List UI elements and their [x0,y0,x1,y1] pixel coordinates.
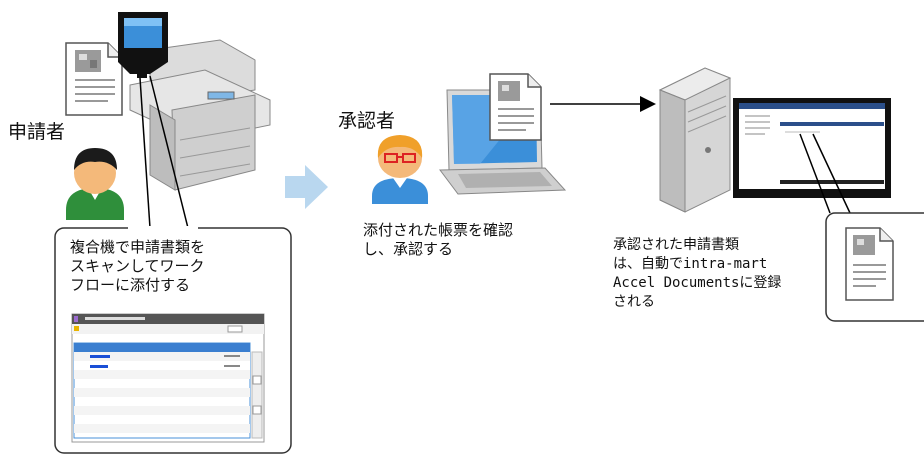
document-icon [845,227,894,301]
approver-label: 承認者 [338,110,396,132]
applicant-label: 申請者 [8,121,66,143]
applicant-avatar [66,148,124,220]
document-icon [65,42,123,116]
workflow-screenshot [71,313,265,443]
callout-line [799,133,831,214]
flow-arrow [285,165,328,209]
scan-caption: 複合機で申請書類を スキャンしてワーク フローに添付する [70,238,206,294]
printer-panel-icon [118,12,168,78]
arrowhead-icon [640,96,656,112]
callout-line [149,75,189,229]
register-caption: 承認された申請書類 は、自動でintra-mart Accel Document… [613,237,782,310]
printer-icon [129,39,271,191]
approve-caption: 添付された帳票を確認 し、承認する [363,221,514,258]
document-icon [489,73,542,141]
callout-line [139,77,151,229]
callout-line [812,133,851,214]
monitor-icon [733,98,891,198]
approver-avatar [372,135,428,204]
server-icon [658,67,732,213]
